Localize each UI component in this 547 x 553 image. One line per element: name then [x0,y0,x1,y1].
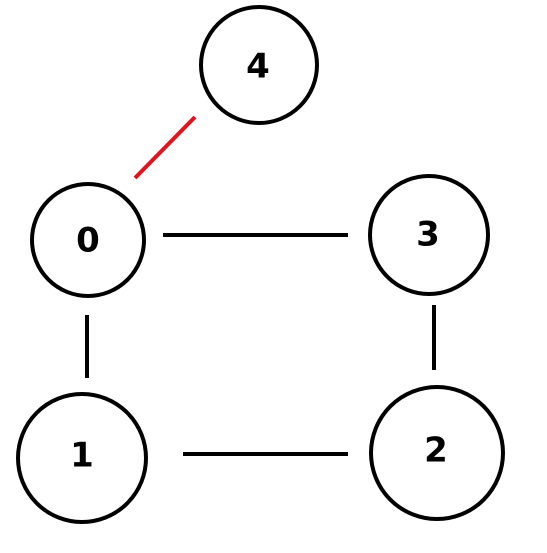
node-1: 1 [16,392,148,524]
edge-0-4 [133,115,197,180]
node-2-label: 2 [424,431,448,471]
node-0-label: 0 [76,221,100,261]
node-3: 3 [368,174,490,296]
node-4: 4 [199,5,319,125]
node-0: 0 [30,182,146,298]
node-2: 2 [369,385,505,521]
node-1-label: 1 [70,436,94,476]
node-3-label: 3 [416,215,440,255]
node-4-label: 4 [246,47,270,87]
